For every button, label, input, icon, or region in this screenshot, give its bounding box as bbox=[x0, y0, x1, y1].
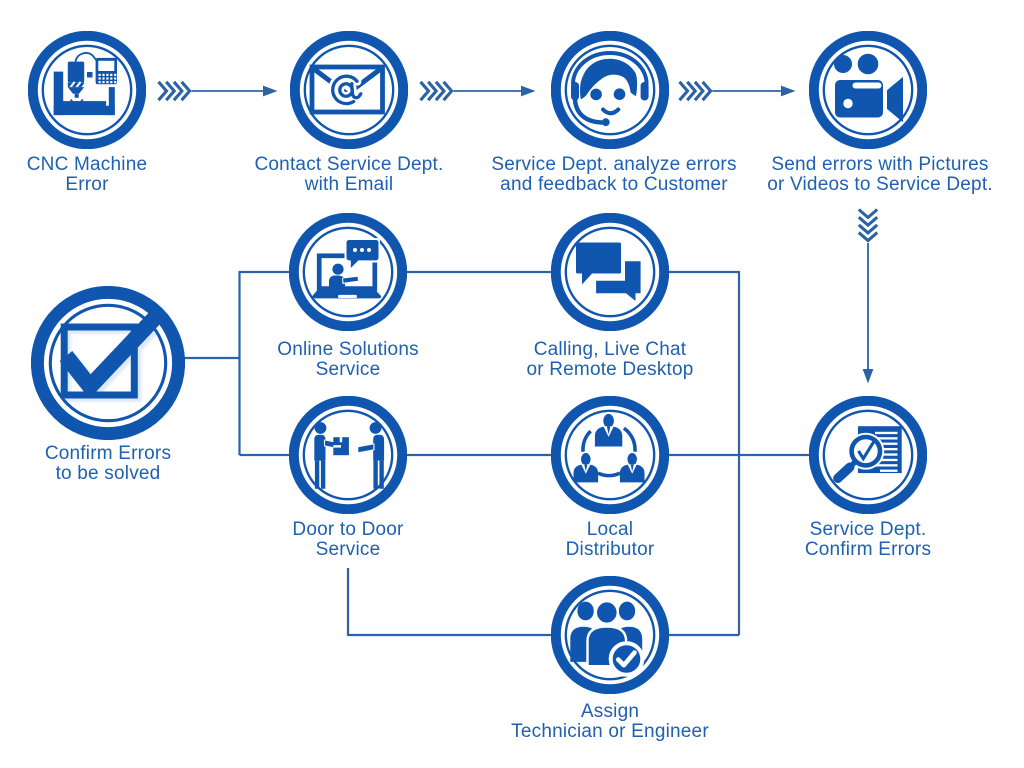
label-line: with Email bbox=[304, 173, 394, 195]
label-line: Local bbox=[586, 519, 634, 540]
label-line: Service Dept. bbox=[809, 519, 927, 540]
label-line: CNC Machine bbox=[26, 154, 148, 175]
at-symbol bbox=[328, 71, 366, 108]
label-door-to-door: Door to Door Service bbox=[292, 520, 403, 559]
arrow-email-to-service bbox=[418, 80, 536, 102]
laptop-chat-icon bbox=[288, 212, 408, 332]
label-send-errors-media: Send errors with Pictures or Videos to S… bbox=[767, 155, 993, 194]
label-contact-service-email: Contact Service Dept. with Email bbox=[254, 155, 443, 194]
team-check-icon bbox=[550, 575, 670, 695]
team-check-glyph bbox=[570, 600, 645, 677]
label-local-distributor: Local Distributor bbox=[566, 520, 655, 559]
checkbox-icon bbox=[30, 285, 186, 441]
arrow-service-to-video bbox=[677, 80, 796, 102]
label-line: Door to Door bbox=[292, 519, 404, 540]
chat-bubbles-glyph bbox=[576, 242, 643, 305]
chat-bubbles-icon bbox=[550, 212, 670, 332]
laptop-chat-glyph bbox=[312, 238, 382, 299]
connector-lines bbox=[108, 270, 868, 637]
video-camera-glyph bbox=[834, 53, 903, 123]
magnifier-doc-icon bbox=[808, 395, 928, 515]
support-agent-icon bbox=[550, 30, 670, 150]
label-line: or Videos to Service Dept. bbox=[767, 173, 993, 195]
label-confirm-errors-solved: Confirm Errors to be solved bbox=[45, 444, 171, 483]
label-line: Service Dept. analyze errors bbox=[491, 154, 737, 175]
label-line: Confirm Errors bbox=[804, 538, 932, 560]
label-line: Assign bbox=[580, 701, 640, 722]
label-calling-live-chat: Calling, Live Chat or Remote Desktop bbox=[526, 340, 693, 379]
label-line: Send errors with Pictures bbox=[771, 154, 989, 175]
label-line: Distributor bbox=[565, 538, 655, 560]
distributor-icon bbox=[550, 395, 670, 515]
label-assign-technician: Assign Technician or Engineer bbox=[511, 702, 709, 741]
label-line: Service bbox=[315, 538, 381, 560]
label-line: Contact Service Dept. bbox=[254, 154, 444, 175]
label-line: Service bbox=[315, 358, 381, 380]
label-service-confirm-errors: Service Dept. Confirm Errors bbox=[805, 520, 931, 559]
checkbox-glyph bbox=[59, 310, 165, 403]
handover-glyph bbox=[314, 422, 385, 489]
label-online-solutions: Online Solutions Service bbox=[277, 340, 419, 379]
label-line: to be solved bbox=[55, 462, 161, 484]
cnc-machine-glyph bbox=[53, 52, 117, 116]
line-door-to-assign bbox=[346, 568, 610, 637]
email-icon bbox=[289, 30, 409, 150]
label-line: Error bbox=[65, 173, 109, 195]
handover-icon bbox=[288, 395, 408, 515]
magnifier-doc-glyph bbox=[833, 426, 902, 483]
label-line: Online Solutions bbox=[277, 339, 419, 360]
arrow-cnc-to-email bbox=[156, 80, 278, 102]
arrow-video-to-confirm bbox=[857, 207, 879, 384]
label-service-analyze-errors: Service Dept. analyze errors and feedbac… bbox=[491, 155, 736, 194]
distributor-glyph bbox=[572, 411, 646, 484]
email-glyph bbox=[309, 64, 385, 115]
label-line: Technician or Engineer bbox=[511, 720, 709, 742]
cnc-machine-icon bbox=[27, 30, 147, 150]
label-line: Calling, Live Chat bbox=[533, 339, 687, 360]
label-line: and feedback to Customer bbox=[500, 173, 728, 195]
label-cnc-machine-error: CNC Machine Error bbox=[27, 155, 147, 194]
label-line: or Remote Desktop bbox=[526, 358, 694, 380]
support-agent-glyph bbox=[571, 51, 649, 127]
label-line: Confirm Errors bbox=[44, 443, 172, 464]
video-camera-icon bbox=[808, 30, 928, 150]
